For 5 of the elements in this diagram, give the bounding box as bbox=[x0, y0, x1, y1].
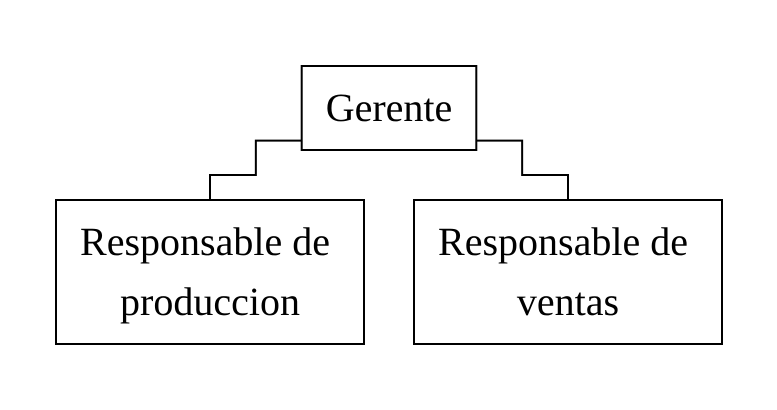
node-box: Responsable de ventas bbox=[412, 199, 722, 345]
node-box: Gerente bbox=[300, 65, 477, 151]
node-box: Responsable de produccion bbox=[54, 199, 364, 345]
connector bbox=[476, 140, 568, 201]
connector bbox=[208, 140, 302, 201]
